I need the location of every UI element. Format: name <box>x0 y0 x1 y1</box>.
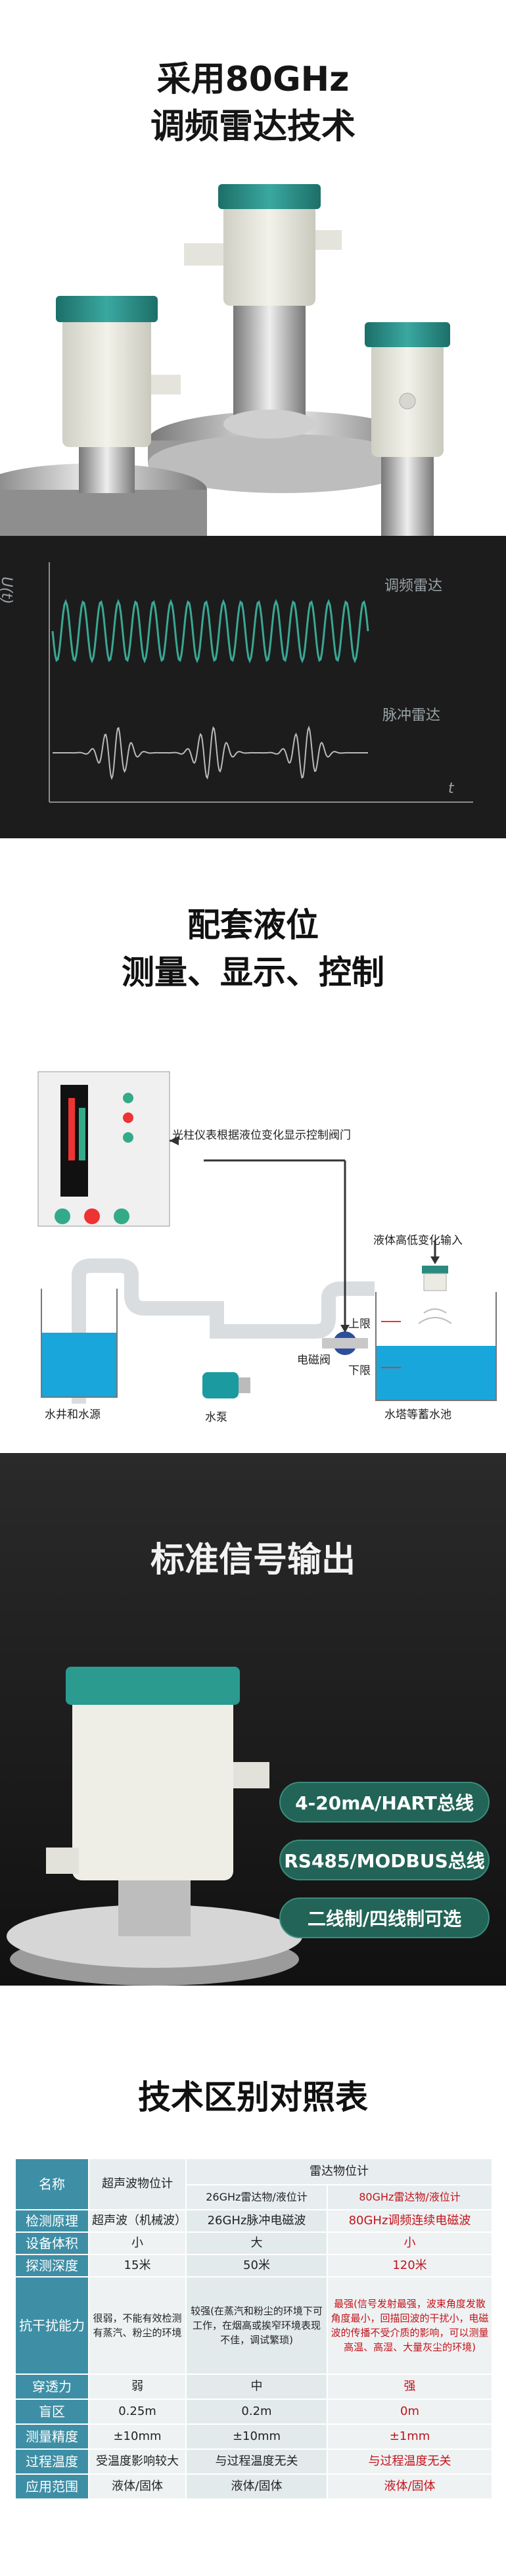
cell-26ghz: 较强(在蒸汽和粉尘的环境下可工作，在烟高或挨窄环境表现不佳，调试繁琐) <box>185 2276 328 2375</box>
cell-26ghz: ±10mm <box>185 2423 328 2450</box>
label-tower: 水塔等蓄水池 <box>384 1408 451 1421</box>
cell-80ghz: 最强(信号发射最强，波束角度发散角度最小，回描回波的干扰小，电磁波的传播不受介质… <box>327 2276 493 2375</box>
cell-ultra: 0.25m <box>88 2398 187 2425</box>
fm-wave <box>51 599 369 663</box>
head-ultrasonic: 超声波物位计 <box>88 2158 187 2210</box>
row-label: 应用范围 <box>14 2473 89 2500</box>
label-lower-limit: 下限 <box>348 1364 371 1377</box>
cell-80ghz: 强 <box>327 2373 493 2400</box>
cell-ultra: 小 <box>88 2231 187 2255</box>
head-name: 名称 <box>14 2158 89 2210</box>
cell-ultra: ±10mm <box>88 2423 187 2450</box>
comparison-table: 名称 超声波物位计 雷达物位计 26GHz雷达物/液位计 80GHz雷达物/液位… <box>14 2158 493 2500</box>
product-photo <box>0 184 450 536</box>
cell-26ghz: 26GHz脉冲电磁波 <box>185 2209 328 2233</box>
label-control: 光柱仪表根据液位变化显示控制阀门 <box>172 1129 351 1142</box>
label-pump: 水泵 <box>205 1411 227 1424</box>
head-26ghz: 26GHz雷达物/液位计 <box>185 2184 328 2210</box>
label-valve: 电磁阀 <box>297 1354 331 1367</box>
cell-26ghz: 中 <box>185 2373 328 2400</box>
option-wiring: 二线制/四线制可选 <box>279 1897 490 1938</box>
cell-80ghz: 120米 <box>327 2254 493 2278</box>
row-label: 设备体积 <box>14 2231 89 2255</box>
head-radar: 雷达物位计 <box>185 2158 493 2185</box>
cell-ultra: 受温度影响较大 <box>88 2448 187 2475</box>
row-label: 检测原理 <box>14 2209 89 2233</box>
pulse-radar-label: 脉冲雷达 <box>382 707 441 724</box>
row-label: 测量精度 <box>14 2423 89 2450</box>
cell-80ghz: 80GHz调频连续电磁波 <box>327 2209 493 2233</box>
cell-ultra: 15米 <box>88 2254 187 2278</box>
cell-80ghz: 液体/固体 <box>327 2473 493 2500</box>
cell-ultra: 弱 <box>88 2373 187 2400</box>
control-section: 配套液位 测量、显示、控制 <box>0 838 506 1453</box>
row-label: 盲区 <box>14 2398 89 2425</box>
control-cabinet <box>37 1071 170 1227</box>
control-title-line2: 测量、显示、控制 <box>122 953 384 991</box>
x-axis-label: t <box>448 780 454 797</box>
wave-plot <box>49 562 473 803</box>
signal-title: 标准信号输出 <box>150 1540 356 1580</box>
cell-ultra: 超声波（机械波） <box>88 2209 187 2233</box>
cell-26ghz: 与过程温度无关 <box>185 2448 328 2475</box>
cell-ultra: 很弱，不能有效检测有蒸汽、粉尘的环境 <box>88 2276 187 2375</box>
cell-ultra: 液体/固体 <box>88 2473 187 2500</box>
pump-shape <box>202 1372 239 1398</box>
cell-80ghz: 与过程温度无关 <box>327 2448 493 2475</box>
comparison-section: 技术区别对照表 名称 超声波物位计 雷达物位计 26GHz雷达物/液位计 80G… <box>0 1986 506 2576</box>
cell-80ghz: 0m <box>327 2398 493 2425</box>
hero-title-line2: 调频雷达技术 <box>150 107 356 147</box>
pulse-wave <box>53 725 368 780</box>
system-diagram <box>37 1071 497 1404</box>
row-label: 探测深度 <box>14 2254 89 2278</box>
cell-26ghz: 液体/固体 <box>185 2473 328 2500</box>
cell-80ghz: ±1mm <box>327 2423 493 2450</box>
row-label: 穿透力 <box>14 2373 89 2400</box>
wave-comparison: U(t) t 调频雷达 脉冲雷达 <box>0 536 506 838</box>
cell-26ghz: 50米 <box>185 2254 328 2278</box>
cell-26ghz: 大 <box>185 2231 328 2255</box>
hero-title-line1: 采用80GHz <box>156 60 350 99</box>
cell-80ghz: 小 <box>327 2231 493 2255</box>
row-label: 过程温度 <box>14 2448 89 2475</box>
hero-section: 采用80GHz 调频雷达技术 <box>0 0 506 536</box>
cell-26ghz: 0.2m <box>185 2398 328 2425</box>
row-label: 抗干扰能力 <box>14 2276 89 2375</box>
head-80ghz: 80GHz雷达物/液位计 <box>327 2184 493 2210</box>
option-rs485: RS485/MODBUS总线 <box>279 1840 490 1880</box>
device-photo <box>7 1667 302 1986</box>
y-axis-label: U(t) <box>0 577 14 604</box>
fm-radar-label: 调频雷达 <box>384 578 443 594</box>
comparison-title: 技术区别对照表 <box>138 2078 368 2116</box>
label-upper-limit: 上限 <box>348 1318 371 1331</box>
label-liquid-input: 液体高低变化输入 <box>373 1234 463 1247</box>
control-title-line1: 配套液位 <box>187 906 319 944</box>
signal-output-section: 标准信号输出 4-20mA/HART总线 RS485/MODBUS总线 二线制/… <box>0 1453 506 1986</box>
label-well: 水井和水源 <box>45 1408 101 1421</box>
option-4-20ma: 4-20mA/HART总线 <box>279 1782 490 1823</box>
